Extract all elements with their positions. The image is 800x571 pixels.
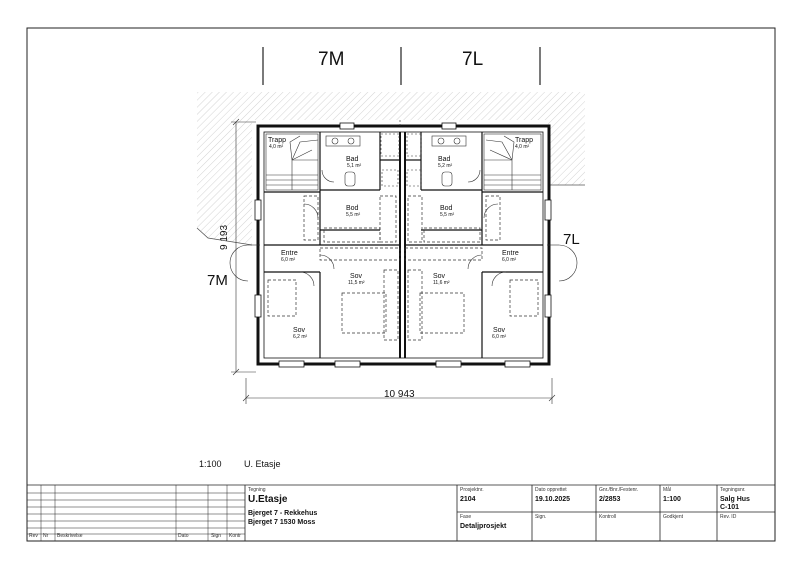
fase-value: Detaljprosjekt — [460, 523, 507, 530]
unit-label-top-left: 7M — [318, 49, 345, 70]
kontroll-label: Kontroll — [599, 514, 616, 520]
tegningsnr-value-1: Salg Hus — [720, 496, 750, 503]
dimension-height: 9 193 — [219, 224, 230, 250]
room-name-bod-left: Bod — [346, 205, 359, 212]
room-area-trapp-left: 4,0 m² — [269, 144, 284, 150]
tegningsnr-label: Tegningsnr. — [720, 487, 746, 493]
room-area-sov-small-left: 6,2 m² — [293, 334, 308, 340]
room-area-bod-right: 5,5 m² — [440, 212, 455, 218]
room-area-entre-right: 6,0 m² — [502, 257, 517, 263]
rev-header-kontr: Kontr — [229, 533, 241, 539]
room-name-entre-right: Entre — [502, 250, 519, 257]
gnr-value: 2/2853 — [599, 496, 621, 503]
room-name-trapp-left: Trapp — [268, 137, 287, 144]
dashed-furniture — [267, 195, 539, 341]
room-area-bod-left: 5,5 m² — [346, 212, 361, 218]
stairs-left — [265, 133, 319, 191]
room-name-bad-right: Bad — [438, 156, 451, 163]
unit-label-top-right: 7L — [462, 49, 484, 70]
room-area-sov-mid-left: 11,5 m² — [348, 280, 365, 286]
dato-label: Dato opprettet — [535, 487, 567, 493]
maal-label: Mål — [663, 487, 672, 493]
godkjent-label: Godkjent — [663, 514, 684, 520]
room-name-sov-small-left: Sov — [293, 327, 306, 334]
tegningsnr-value-2: C-101 — [720, 504, 740, 511]
rev-header-beskrivelse: Beskrivelse — [57, 533, 83, 539]
room-name-sov-mid-left: Sov — [350, 273, 363, 280]
unit-dividers — [262, 47, 541, 85]
room-area-trapp-right: 4,0 m² — [515, 144, 530, 150]
room-area-bad-left: 5,1 m² — [347, 163, 362, 169]
room-name-sov-small-right: Sov — [493, 327, 506, 334]
dimension-lines — [231, 118, 556, 404]
room-name-bod-right: Bod — [440, 205, 453, 212]
maal-value: 1:100 — [663, 496, 681, 503]
room-name-trapp-right: Trapp — [515, 137, 534, 144]
doors — [229, 169, 578, 287]
bathroom-fixtures — [325, 133, 467, 187]
room-area-bad-right: 5,2 m² — [438, 163, 453, 169]
title-block-grid — [27, 484, 775, 541]
rev-header-dato: Dato — [178, 533, 189, 539]
dato-value: 19.10.2025 — [535, 496, 571, 503]
room-area-entre-left: 6,0 m² — [281, 257, 296, 263]
unit-label-side-right: 7L — [563, 231, 580, 248]
room-name-entre-left: Entre — [281, 250, 298, 257]
room-area-sov-small-right: 6,0 m² — [492, 334, 507, 340]
room-name-sov-mid-right: Sov — [433, 273, 446, 280]
drawing-scale-caption: 1:100 — [199, 459, 222, 469]
unit-label-side-left: 7M — [207, 272, 228, 289]
sheet-border — [26, 27, 776, 542]
rev-header-sign: Sign — [211, 533, 222, 539]
rev-header-rev: Rev — [29, 533, 38, 539]
gnr-label: Gnr./Bnr./Festenr. — [599, 487, 639, 493]
project-line-2: Bjerget 7 1530 Moss — [248, 519, 316, 526]
prosjektnr-value: 2104 — [460, 496, 476, 503]
interior-walls-right — [405, 132, 543, 358]
tegning-value: U.Etasje — [248, 494, 288, 505]
rev-header-nr: Nr — [43, 533, 49, 539]
revid-label: Rev. ID — [720, 514, 737, 520]
prosjektnr-label: Prosjektnr. — [460, 487, 484, 493]
room-name-bad-left: Bad — [346, 156, 359, 163]
dimension-width: 10 943 — [384, 389, 415, 400]
sign-label: Sign. — [535, 514, 547, 520]
room-area-sov-mid-right: 11,6 m² — [433, 280, 450, 286]
tegning-label: Tegning — [248, 487, 266, 493]
fase-label: Fase — [460, 514, 472, 520]
project-line-1: Bjerget 7 - Rekkehus — [248, 510, 318, 517]
terrain-hatch — [196, 92, 585, 246]
interior-walls-left — [264, 132, 400, 358]
windows — [254, 122, 552, 368]
drawing-title-caption: U. Etasje — [244, 459, 281, 469]
stairs-right — [483, 133, 542, 191]
